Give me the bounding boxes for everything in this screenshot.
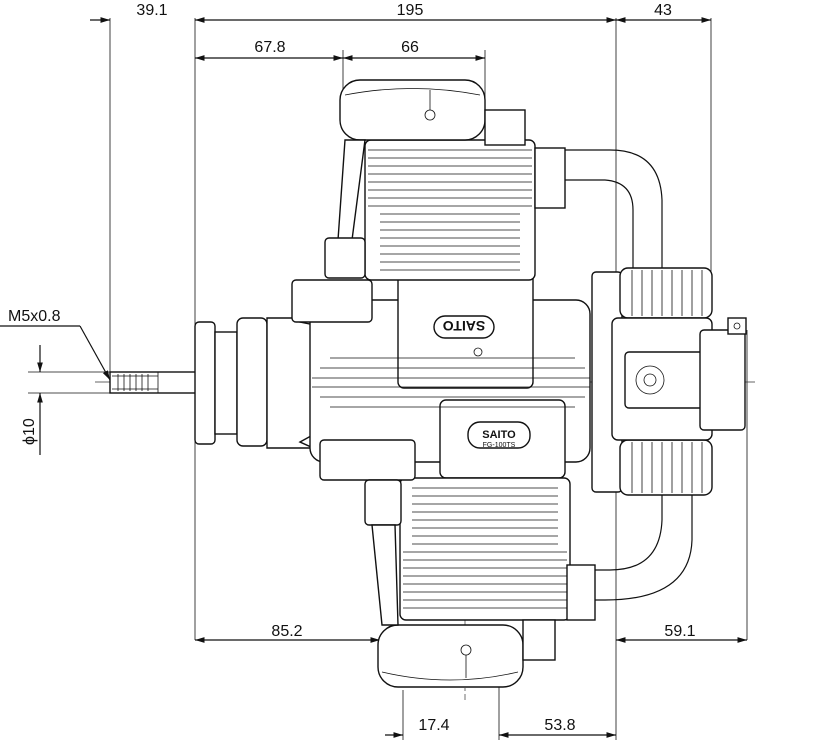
drive-washer: [194, 317, 268, 447]
dim-66: 66: [401, 39, 419, 56]
upper-cylinder: [364, 139, 566, 281]
lower-model-text: FG-100TS: [483, 442, 516, 449]
lower-rocker-cover: [377, 619, 556, 688]
dim-m5: M5x0.8: [8, 308, 61, 325]
dim-39-1: 39.1: [136, 2, 167, 19]
dim-shaft-dia: ϕ10: [21, 418, 38, 445]
lower-brand-plate: SAITO FG-100TS: [467, 421, 531, 449]
upper-rocker-cover: [339, 79, 526, 146]
dim-43: 43: [654, 2, 672, 19]
dimension-lines: [0, 17, 747, 738]
upper-brand-plate: SAITO: [433, 315, 495, 357]
dim-85-2: 85.2: [271, 623, 302, 640]
exhaust-pipe: [565, 149, 693, 601]
lower-plug-lead: [319, 439, 416, 626]
dim-53-8: 53.8: [544, 717, 575, 734]
lower-cylinder: [399, 477, 596, 621]
dim-59-1: 59.1: [664, 623, 695, 640]
rear-housing: [591, 267, 747, 496]
dim-195: 195: [397, 2, 424, 19]
dim-17-4: 17.4: [418, 717, 449, 734]
upper-brand-text: SAITO: [443, 318, 486, 334]
dim-67-8: 67.8: [254, 39, 285, 56]
prop-shaft: [109, 371, 199, 394]
upper-plug-lead: [291, 139, 373, 323]
lower-brand-text: SAITO: [482, 429, 516, 441]
